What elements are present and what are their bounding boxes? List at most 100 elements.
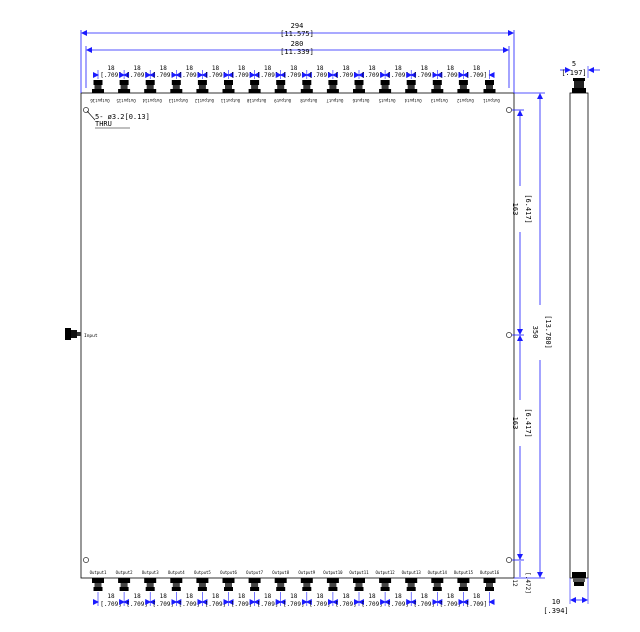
top-pitch-inch: [.709] <box>152 72 174 79</box>
bottom-pitch-dimension: 18[.709] <box>406 592 443 608</box>
top-pitch-dimension: 18[.709] <box>458 65 495 79</box>
top-port-label: Output10 <box>246 98 266 103</box>
top-port-label: Output8 <box>300 98 317 103</box>
top-pitch-dimension: 18[.709] <box>275 65 312 79</box>
top-connector: Output12 <box>194 80 214 103</box>
top-connector: Output16 <box>90 80 110 103</box>
top-pitch-value: 18 <box>212 65 220 72</box>
bottom-connector: Output15 <box>454 570 474 591</box>
input-connector: Input <box>65 328 98 340</box>
top-pitch-dimensions: 18[.709]18[.709]18[.709]18[.709]18[.709]… <box>93 65 495 79</box>
bottom-connector: Output6 <box>220 570 238 591</box>
top-pitch-inch: [.709] <box>126 72 148 79</box>
bottom-connector: Output9 <box>298 570 316 591</box>
top-pitch-inch: [.709] <box>179 72 201 79</box>
top-connector: Output8 <box>300 80 317 103</box>
height-lower-value: 163 <box>511 417 519 430</box>
bottom-connector: Output8 <box>272 570 290 591</box>
overall-width-dimension: 294 [11.575] <box>80 22 515 93</box>
top-pitch-inch: [.709] <box>309 72 331 79</box>
height-upper-value: 163 <box>511 203 519 216</box>
top-connector: Output15 <box>116 80 136 103</box>
plate-outline <box>80 92 515 579</box>
overall-width-value: 294 <box>291 22 304 30</box>
top-pitch-value: 18 <box>421 65 429 72</box>
bottom-pitch-dimension: 18[.709] <box>197 592 234 608</box>
overall-height-value: 350 <box>531 326 539 339</box>
top-port-label: Output1 <box>482 98 499 103</box>
top-port-label: Output6 <box>352 98 369 103</box>
top-port-label: Output12 <box>194 98 214 103</box>
top-pitch-dimension: 18[.709] <box>93 65 130 79</box>
top-pitch-dimension: 18[.709] <box>327 65 364 79</box>
bottom-pitch-dimension: 18[.709] <box>327 592 364 608</box>
bottom-pitch-value: 18 <box>290 593 298 600</box>
top-pitch-value: 18 <box>447 65 455 72</box>
bottom-pitch-value: 18 <box>368 593 376 600</box>
top-connector: Output9 <box>274 80 291 103</box>
mounting-hole <box>83 557 89 563</box>
bottom-pitch-inch: [.709] <box>440 601 462 608</box>
top-connector: Output7 <box>326 80 343 103</box>
top-pitch-inch: [.709] <box>335 72 357 79</box>
top-pitch-inch: [.709] <box>387 72 409 79</box>
top-port-label: Output7 <box>326 98 343 103</box>
side-top-value: 5 <box>572 60 576 68</box>
bottom-port-label: Output14 <box>428 570 448 575</box>
top-connector: Output2 <box>456 80 474 103</box>
bottom-connector: Output3 <box>142 570 159 591</box>
top-pitch-dimension: 18[.709] <box>249 65 286 79</box>
top-pitch-dimension: 18[.709] <box>223 65 260 79</box>
bottom-port-label: Output9 <box>298 570 315 575</box>
bottom-pitch-inch: [.709] <box>309 601 331 608</box>
top-connector: Output5 <box>378 80 396 103</box>
height-upper-inch: [6.417] <box>524 194 532 224</box>
top-connector: Output10 <box>246 80 266 103</box>
bottom-pitch-value: 18 <box>447 593 455 600</box>
hole-span-inch: [11.339] <box>280 48 314 56</box>
bottom-port-label: Output8 <box>272 570 289 575</box>
bottom-pitch-value: 18 <box>473 593 481 600</box>
top-port-label: Output5 <box>378 98 395 103</box>
bottom-pitch-dimension: 18[.709] <box>93 592 130 608</box>
bottom-pitch-value: 18 <box>186 593 194 600</box>
side-thickness-inch: [.394] <box>543 607 568 615</box>
bottom-pitch-inch: [.709] <box>152 601 174 608</box>
top-pitch-dimension: 18[.709] <box>406 65 443 79</box>
bottom-pitch-dimension: 18[.709] <box>145 592 182 608</box>
top-port-label: Output4 <box>404 98 421 103</box>
mounting-holes <box>83 107 512 563</box>
bottom-connector: Output10 <box>323 570 343 591</box>
bottom-pitch-inch: [.709] <box>387 601 409 608</box>
top-pitch-inch: [.709] <box>466 72 488 79</box>
top-pitch-value: 18 <box>316 65 324 72</box>
bottom-pitch-value: 18 <box>212 593 220 600</box>
bottom-pitch-dimension: 18[.709] <box>275 592 312 608</box>
bottom-connector: Output4 <box>168 570 185 591</box>
bottom-pitch-inch: [.709] <box>231 601 253 608</box>
bottom-pitch-inch: [.709] <box>466 601 488 608</box>
bottom-pitch-inch: [.709] <box>100 601 122 608</box>
bottom-pitch-value: 18 <box>421 593 429 600</box>
mounting-hole <box>506 332 512 338</box>
bottom-port-label: Output10 <box>323 570 343 575</box>
bottom-offset-inch: [.472] <box>524 572 531 594</box>
top-port-label: Output13 <box>168 98 188 103</box>
top-port-label: Output16 <box>90 98 110 103</box>
bottom-port-label: Output16 <box>480 570 500 575</box>
top-pitch-inch: [.709] <box>440 72 462 79</box>
top-pitch-value: 18 <box>473 65 481 72</box>
bottom-port-label: Output3 <box>142 570 159 575</box>
height-lower-inch: [6.417] <box>524 408 532 438</box>
hole-span-value: 280 <box>291 40 304 48</box>
top-pitch-inch: [.709] <box>283 72 305 79</box>
bottom-pitch-value: 18 <box>395 593 403 600</box>
bottom-port-label: Output7 <box>246 570 263 575</box>
bottom-connector: Output1 <box>90 570 107 591</box>
top-pitch-value: 18 <box>238 65 246 72</box>
bottom-port-label: Output12 <box>375 570 395 575</box>
top-pitch-value: 18 <box>134 65 142 72</box>
bottom-pitch-inch: [.709] <box>283 601 305 608</box>
top-pitch-inch: [.709] <box>231 72 253 79</box>
bottom-connector: Output7 <box>246 570 264 591</box>
